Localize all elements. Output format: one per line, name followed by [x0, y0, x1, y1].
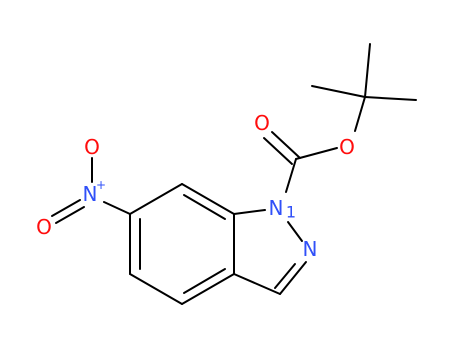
atom-nitro-n-charge: +: [96, 178, 106, 192]
bond-c4-c3a: [181, 273, 235, 305]
atom-n1-locant: 1: [286, 203, 296, 222]
bond-c3-c3a: [233, 273, 281, 295]
bond-tbu-methyl-right: [364, 96, 417, 101]
atom-nitro-o-bottom: O: [36, 215, 52, 239]
bond-carbonyl-n1: [285, 158, 297, 193]
bond-ester-o-carbonyl-c: [295, 147, 338, 160]
bond-c6-nitro-n: [103, 201, 131, 215]
bond-carbonyl-double-b: [263, 137, 293, 165]
bonds: [51, 43, 417, 305]
bond-c7a-n1: [233, 209, 266, 215]
atom-labels: O O N 1 N N + O O: [36, 111, 355, 261]
bond-n2-c3: [279, 261, 307, 295]
atom-n2: N: [303, 237, 318, 261]
bond-c7a-c7: [181, 183, 235, 215]
bond-c7-c6: [129, 183, 183, 215]
bond-carbonyl-double-a: [271, 131, 301, 159]
atom-nitro-o-top: O: [84, 135, 100, 159]
bond-tbu-methyl-left: [311, 85, 366, 98]
atom-n1: N: [269, 196, 284, 220]
bond-c4-c3a-inner: [183, 268, 226, 294]
atom-o-carbonyl: O: [254, 111, 270, 135]
bond-n2-c3-inner: [274, 263, 296, 289]
bond-tbu-methyl-top: [364, 43, 371, 98]
bond-c5-c4: [129, 273, 183, 305]
bond-tbu-oxygen: [354, 96, 366, 132]
bond-nitro-n-o-bottom-a: [51, 199, 81, 217]
atom-o-ester: O: [339, 135, 355, 159]
bond-nitro-n-o-bottom-b: [55, 206, 85, 224]
bond-n1-n2: [287, 221, 303, 242]
bond-c7a-c7-inner: [183, 194, 226, 220]
atom-nitro-n: N: [83, 182, 98, 206]
